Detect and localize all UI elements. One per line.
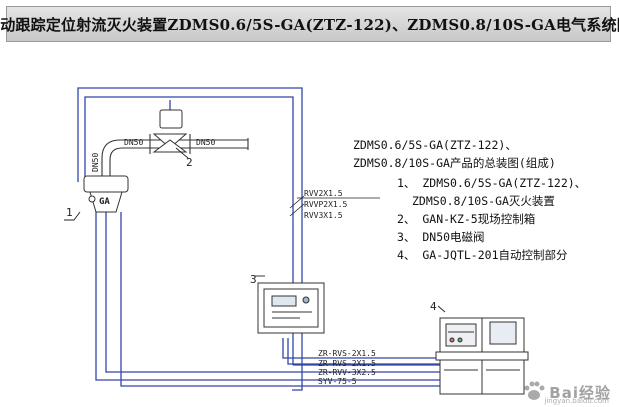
diagram-title: 自动跟踪定位射流灭火装置ZDMS0.6/5S-GA(ZTZ-122)、ZDMS0… [0, 15, 619, 34]
device-lens [88, 195, 96, 203]
fire-device [83, 175, 129, 213]
cabinet-desk [435, 351, 529, 361]
callout-leader-1 [64, 211, 81, 221]
desc-line-1: ZDMS0.6/5S-GA(ZTZ-122)、 [353, 138, 517, 152]
device-body [89, 191, 123, 213]
desc-line-2: ZDMS0.8/10S-GA产品的总装图(组成) [353, 156, 556, 170]
cabinet-lamp-1 [449, 337, 455, 343]
wire-device-down-2 [105, 212, 440, 373]
pipe [101, 134, 249, 178]
control-box-panel [271, 295, 297, 307]
title-bar: 自动跟踪定位射流灭火装置ZDMS0.6/5S-GA(ZTZ-122)、ZDMS0… [0, 6, 619, 42]
device-mount [83, 175, 129, 193]
callout-2: 2 [186, 156, 193, 169]
upper-cable-label-2: RVVP2X1.5 [304, 200, 348, 209]
callout-leader-4 [437, 305, 446, 313]
wire-box-cabinet-2 [287, 338, 440, 365]
upper-cable-label-3: RVV3X1.5 [304, 211, 343, 220]
control-box-inner [263, 288, 319, 328]
pipe-elbow-inner [109, 147, 248, 178]
wire-device-down-3 [120, 212, 440, 387]
lower-cable-label-4: SYV-75-5 [318, 377, 357, 386]
pipe-label-1: DN50 [124, 138, 143, 147]
pipe-label-vertical: DN50 [91, 153, 100, 172]
cabinet-monitor [489, 321, 517, 345]
valve-body-lower [152, 139, 188, 153]
lower-cable-label-1: ZR-RVS-2X1.5 [318, 349, 376, 358]
watermark: Bai经验 jingyan.baidu.com [522, 379, 611, 405]
cabinet-lamp-2 [457, 337, 463, 343]
callout-leader-2 [175, 147, 189, 159]
control-box-lamp [302, 296, 310, 304]
solenoid-valve [152, 109, 188, 153]
upper-cable-tick-1 [289, 195, 305, 209]
callout-3: 3 [250, 273, 257, 286]
wire-loop-outer [77, 87, 303, 391]
desc-line-4: ZDMS0.8/10S-GA灭火装置 [412, 194, 555, 208]
desc-line-5: 2、 GAN-KZ-5现场控制箱 [397, 212, 536, 226]
wire-loop-inner [84, 96, 294, 365]
cabinet-panel [445, 323, 477, 347]
wire-device-down-1 [95, 212, 440, 381]
desc-line-3: 1、 ZDMS0.6/5S-GA(ZTZ-122)、 [397, 176, 587, 190]
control-box [257, 282, 325, 334]
wiring [77, 87, 440, 391]
lower-cable-group: ZR-RVS-2X1.5 ZR-RVS-2X1.5 ZR-RVV-3X2.5 S… [318, 349, 376, 386]
control-cabinet [435, 317, 529, 395]
paw-icon [524, 381, 545, 400]
upper-cable-group: RVV2X1.5 RVVP2X1.5 RVV3X1.5 [289, 189, 380, 220]
valve-head [159, 109, 183, 129]
upper-cable-tick-2 [289, 203, 305, 217]
lower-cable-label-2: ZR-RVS-2X1.5 [318, 359, 376, 368]
upper-cable-label-1: RVV2X1.5 [304, 189, 343, 198]
callout-4: 4 [430, 300, 437, 313]
desc-line-6: 3、 DN50电磁阀 [397, 230, 485, 244]
callouts [64, 147, 446, 313]
device-label: GA [99, 197, 110, 207]
pipe-elbow [101, 139, 248, 178]
wire-box-cabinet-1 [282, 338, 440, 359]
pipe-label-2: DN50 [196, 138, 215, 147]
watermark-text: Bai经验 [549, 384, 611, 402]
watermark-url: jingyan.baidu.com [544, 397, 609, 405]
desc-line-7: 4、 GA-JQTL-201自动控制部分 [397, 248, 568, 262]
callout-1: 1 [66, 206, 73, 219]
lower-cable-label-3: ZR-RVV-3X2.5 [318, 368, 376, 377]
